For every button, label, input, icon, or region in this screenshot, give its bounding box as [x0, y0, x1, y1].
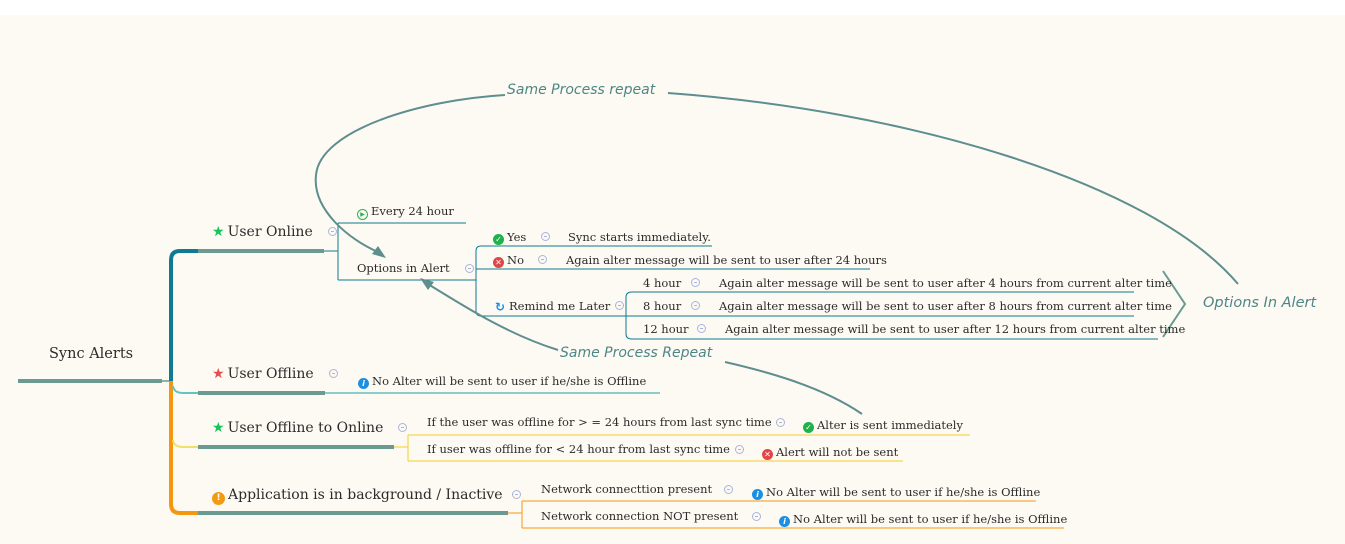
subtopic-options-in-alert[interactable]: Options in Alert [357, 261, 450, 275]
x-circle-icon: ✕ [493, 257, 504, 268]
info-icon: i [779, 516, 790, 527]
remind-4-hour-label: 4 hour [643, 276, 682, 290]
remind-12-hour-result[interactable]: Again alter message will be sent to user… [725, 322, 1185, 336]
summary-options-in-alert[interactable]: Options In Alert [1203, 295, 1317, 311]
collapse-button[interactable] [398, 423, 407, 432]
remind-8-hour[interactable]: 8 hour [643, 299, 681, 313]
collapse-button[interactable] [752, 512, 761, 521]
collapse-button[interactable] [328, 227, 337, 236]
info-icon: i [358, 378, 369, 389]
collapse-button[interactable] [691, 278, 700, 287]
remind-12-hour-label: 12 hour [643, 322, 689, 336]
option-no-label: No [507, 253, 524, 267]
condition-offline-gte-24-label: If the user was offline for > = 24 hours… [427, 415, 772, 429]
subtopic-options-in-alert-label: Options in Alert [357, 261, 450, 275]
check-circle-icon: ✓ [493, 234, 504, 245]
remind-4-hour-result-label: Again alter message will be sent to user… [719, 276, 1172, 290]
topic-offline-to-online-label: User Offline to Online [227, 420, 384, 436]
condition-network-not-present-label: Network connection NOT present [541, 509, 739, 523]
collapse-button[interactable] [538, 255, 547, 264]
collapse-button[interactable] [735, 445, 744, 454]
option-yes-result[interactable]: Sync starts immediately. [568, 230, 711, 244]
condition-gte-24-result-label: Alter is sent immediately [817, 418, 963, 432]
condition-offline-lt-24[interactable]: If user was offline for < 24 hour from l… [427, 442, 730, 456]
star-green-icon: ★ [212, 224, 225, 240]
star-red-icon: ★ [212, 366, 225, 382]
collapse-button[interactable] [541, 232, 550, 241]
topic-user-online[interactable]: ★User Online [212, 224, 313, 241]
topic-user-offline[interactable]: ★User Offline [212, 366, 314, 383]
root-topic-label: Sync Alerts [49, 346, 134, 362]
condition-network-present[interactable]: Network connecttion present [541, 482, 712, 496]
warning-icon: ! [212, 492, 225, 505]
option-yes[interactable]: ✓Yes [493, 230, 526, 245]
collapse-button[interactable] [329, 369, 338, 378]
relationship-label-top[interactable]: Same Process repeat [507, 83, 655, 97]
relationship-label-bottom[interactable]: Same Process Repeat [560, 346, 712, 360]
remind-12-hour[interactable]: 12 hour [643, 322, 689, 336]
option-remind-later[interactable]: ↻Remind me Later [494, 299, 610, 313]
subtopic-every-24-hour-label: Every 24 hour [371, 204, 454, 218]
option-remind-later-label: Remind me Later [509, 299, 611, 313]
remind-8-hour-result[interactable]: Again alter message will be sent to user… [719, 299, 1172, 313]
remind-8-hour-result-label: Again alter message will be sent to user… [719, 299, 1172, 313]
condition-network-not-present[interactable]: Network connection NOT present [541, 509, 738, 523]
remind-4-hour-result[interactable]: Again alter message will be sent to user… [719, 276, 1172, 290]
condition-lt-24-result-label: Alert will not be sent [776, 445, 899, 459]
x-circle-icon: ✕ [762, 449, 773, 460]
star-green-icon: ★ [212, 420, 225, 436]
option-no-result[interactable]: Again alter message will be sent to user… [566, 253, 887, 267]
option-yes-result-label: Sync starts immediately. [568, 230, 711, 244]
topic-user-offline-label: User Offline [227, 366, 314, 382]
condition-offline-gte-24-result[interactable]: ✓Alter is sent immediately [803, 418, 963, 433]
option-no[interactable]: ✕No [493, 253, 524, 268]
condition-offline-lt-24-result[interactable]: ✕Alert will not be sent [762, 445, 898, 460]
network-present-result-label: No Alter will be sent to user if he/she … [766, 485, 1041, 499]
topic-app-background[interactable]: !Application is in background / Inactive [212, 487, 503, 505]
network-not-present-result-label: No Alter will be sent to user if he/she … [793, 512, 1068, 526]
info-icon: i [752, 489, 763, 500]
remind-12-hour-result-label: Again alter message will be sent to user… [725, 322, 1186, 336]
collapse-button[interactable] [724, 485, 733, 494]
check-circle-icon: ✓ [803, 422, 814, 433]
refresh-icon: ↻ [494, 300, 506, 314]
root-topic[interactable]: Sync Alerts [49, 346, 133, 363]
collapse-button[interactable] [776, 418, 785, 427]
play-icon: ▶ [357, 209, 368, 220]
condition-offline-lt-24-label: If user was offline for < 24 hour from l… [427, 442, 730, 456]
condition-network-present-label: Network connecttion present [541, 482, 713, 496]
collapse-button[interactable] [691, 301, 700, 310]
relationship-bottom-text: Same Process Repeat [560, 345, 713, 361]
condition-offline-gte-24[interactable]: If the user was offline for > = 24 hours… [427, 415, 772, 429]
relationship-top-text: Same Process repeat [507, 82, 656, 98]
option-yes-label: Yes [507, 230, 527, 244]
collapse-button[interactable] [465, 264, 474, 273]
user-offline-result-label: No Alter will be sent to user if he/she … [372, 374, 647, 388]
summary-label: Options In Alert [1203, 295, 1317, 311]
collapse-button[interactable] [512, 490, 521, 499]
collapse-button[interactable] [615, 301, 624, 310]
topic-app-background-label: Application is in background / Inactive [228, 487, 503, 503]
topic-offline-to-online[interactable]: ★User Offline to Online [212, 420, 383, 437]
remind-8-hour-label: 8 hour [643, 299, 682, 313]
mindmap-canvas [0, 15, 1345, 544]
topic-user-online-label: User Online [227, 224, 313, 240]
option-no-result-label: Again alter message will be sent to user… [566, 253, 887, 267]
collapse-button[interactable] [697, 324, 706, 333]
remind-4-hour[interactable]: 4 hour [643, 276, 681, 290]
subtopic-every-24-hour[interactable]: ▶Every 24 hour [357, 204, 454, 220]
